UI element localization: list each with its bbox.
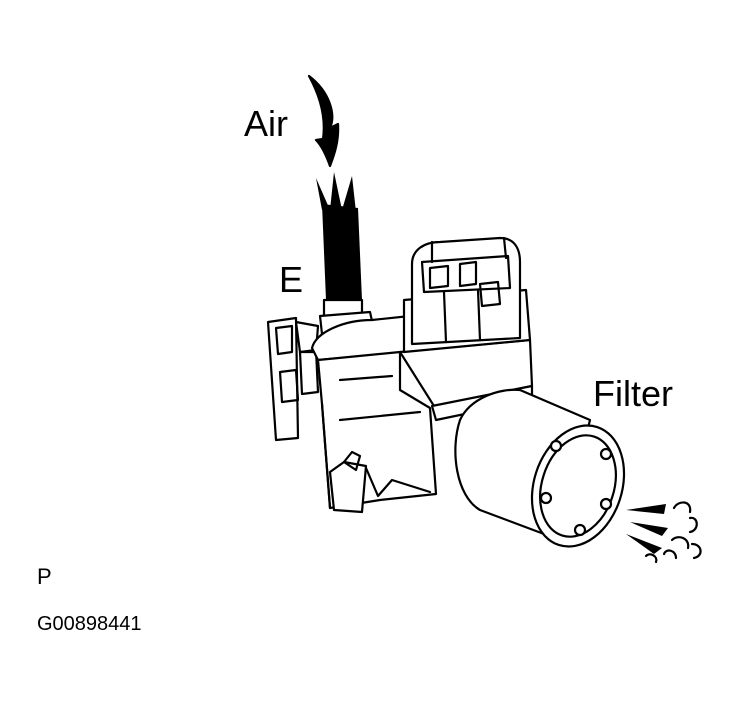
air-inflow-streaks [316, 172, 362, 300]
electrical-connector [402, 236, 532, 354]
air-flow-arrow [307, 74, 340, 168]
view-p-label: P [37, 564, 52, 589]
air-outflow-streaks [626, 501, 702, 564]
port-e-label: E [279, 259, 304, 300]
filter-label: Filter [593, 373, 673, 414]
air-label: Air [244, 103, 288, 144]
left-bracket [266, 316, 320, 442]
filter-cylinder [454, 388, 626, 548]
valve-body [310, 314, 534, 514]
figure-code: G00898441 [37, 613, 142, 635]
